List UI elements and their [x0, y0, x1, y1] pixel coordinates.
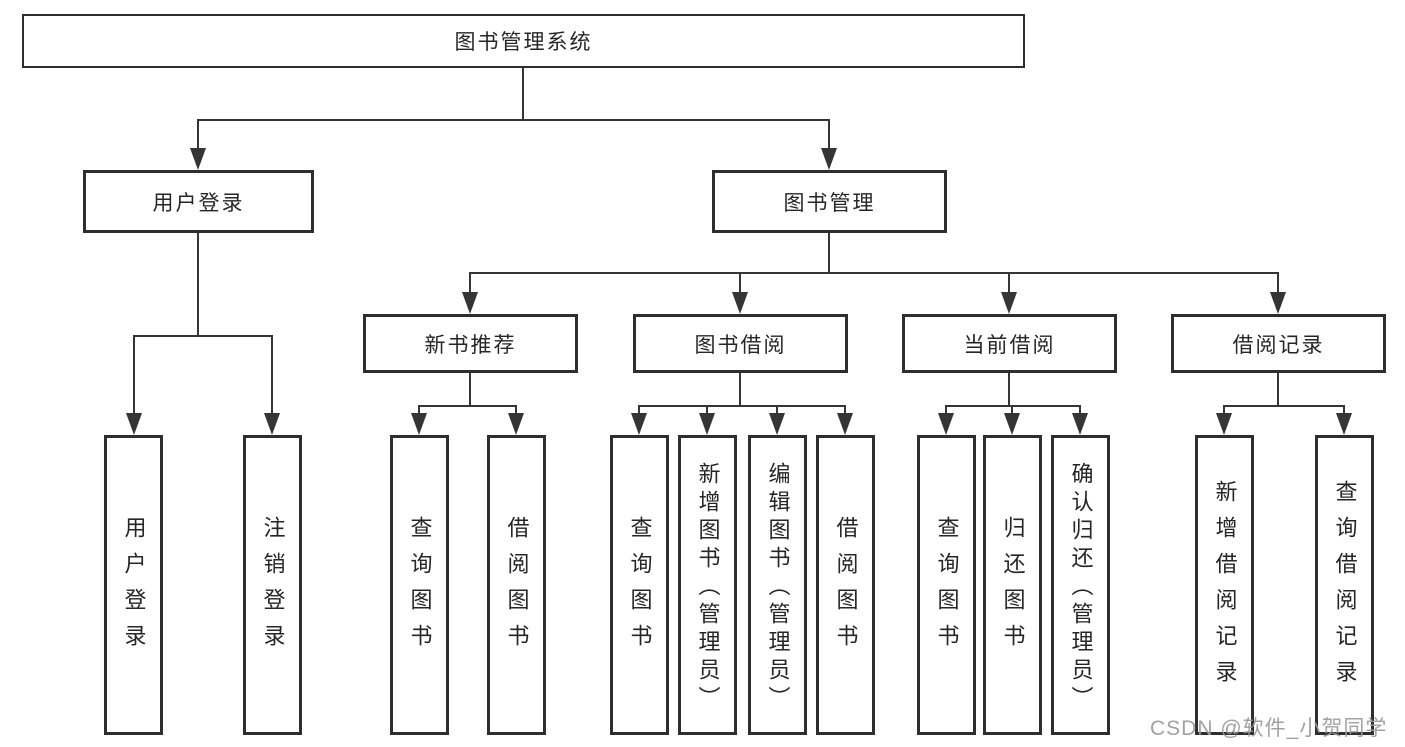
- arrowhead-down-icon: [631, 413, 647, 435]
- watermark: CSDN @软件_小贺同学: [1150, 717, 1388, 740]
- connector-drop-leaf: [776, 405, 778, 417]
- node-borrow-records: 借阅记录: [1171, 314, 1386, 373]
- connector-book-management-hbar: [469, 272, 1279, 274]
- connector-drop-leaf: [133, 335, 135, 415]
- connector-drop-leaf: [515, 405, 517, 417]
- connector-recommend-hbar: [418, 405, 517, 407]
- connector-user-login-hbar: [133, 335, 273, 337]
- connector-root-stem: [522, 68, 524, 120]
- arrowhead-down-icon: [837, 413, 853, 435]
- arrowhead-down-icon: [769, 413, 785, 435]
- connector-drop-leaf: [271, 335, 273, 415]
- connector-root-hbar: [197, 119, 830, 121]
- arrowhead-down-icon: [264, 413, 280, 435]
- leaf-edit-book-admin: 编辑图书（管理员）: [748, 435, 807, 735]
- arrowhead-down-icon: [1216, 413, 1232, 435]
- leaf-add-borrow-record: 新增借阅记录: [1195, 435, 1254, 735]
- node-user-login: 用户登录: [83, 170, 314, 233]
- connector-borrow-stem: [739, 373, 741, 407]
- leaf-query-books-borrow: 查询图书: [610, 435, 669, 735]
- connector-drop-leaf: [1079, 405, 1081, 417]
- connector-drop-leaf: [844, 405, 846, 417]
- node-book-borrow: 图书借阅: [633, 314, 848, 373]
- arrowhead-down-icon: [1004, 413, 1020, 435]
- arrowhead-down-icon: [411, 413, 427, 435]
- connector-drop-book-management: [828, 119, 830, 149]
- connector-user-login-stem: [197, 233, 199, 337]
- leaf-query-books-current: 查询图书: [917, 435, 976, 735]
- connector-drop-current: [1008, 272, 1010, 294]
- connector-drop-leaf: [1011, 405, 1013, 417]
- arrowhead-down-icon: [1336, 413, 1352, 435]
- node-new-book-recommend: 新书推荐: [363, 314, 578, 373]
- connector-drop-leaf: [706, 405, 708, 417]
- connector-drop-leaf: [638, 405, 640, 417]
- arrowhead-down-icon: [462, 292, 478, 314]
- connector-records-hbar: [1223, 405, 1345, 407]
- node-book-management: 图书管理: [712, 170, 947, 233]
- arrowhead-down-icon: [190, 148, 206, 170]
- node-current-borrow: 当前借阅: [902, 314, 1117, 373]
- arrowhead-down-icon: [126, 413, 142, 435]
- arrowhead-down-icon: [1001, 292, 1017, 314]
- connector-borrow-hbar: [638, 405, 846, 407]
- leaf-return-book: 归还图书: [983, 435, 1042, 735]
- connector-drop-user-login: [197, 119, 199, 149]
- connector-drop-leaf: [418, 405, 420, 417]
- connector-records-stem: [1277, 373, 1279, 407]
- connector-recommend-stem: [469, 373, 471, 407]
- node-root-system: 图书管理系统: [22, 14, 1025, 68]
- arrowhead-down-icon: [821, 148, 837, 170]
- connector-drop-recommend: [469, 272, 471, 294]
- arrowhead-down-icon: [938, 413, 954, 435]
- leaf-logout: 注销登录: [243, 435, 302, 735]
- arrowhead-down-icon: [732, 292, 748, 314]
- connector-drop-records: [1277, 272, 1279, 294]
- leaf-add-book-admin: 新增图书（管理员）: [678, 435, 737, 735]
- connector-drop-leaf: [1343, 405, 1345, 417]
- arrowhead-down-icon: [1270, 292, 1286, 314]
- leaf-borrow-books-recommend: 借阅图书: [487, 435, 546, 735]
- connector-drop-leaf: [1223, 405, 1225, 417]
- connector-drop-leaf: [945, 405, 947, 417]
- leaf-user-login: 用户登录: [104, 435, 163, 735]
- leaf-borrow-books: 借阅图书: [816, 435, 875, 735]
- connector-current-stem: [1008, 373, 1010, 407]
- leaf-query-books-recommend: 查询图书: [390, 435, 449, 735]
- arrowhead-down-icon: [699, 413, 715, 435]
- connector-drop-borrow: [739, 272, 741, 294]
- leaf-query-borrow-record: 查询借阅记录: [1315, 435, 1374, 735]
- arrowhead-down-icon: [508, 413, 524, 435]
- arrowhead-down-icon: [1072, 413, 1088, 435]
- leaf-confirm-return-admin: 确认归还（管理员）: [1051, 435, 1110, 735]
- connector-current-hbar: [945, 405, 1081, 407]
- connector-book-management-stem: [828, 233, 830, 274]
